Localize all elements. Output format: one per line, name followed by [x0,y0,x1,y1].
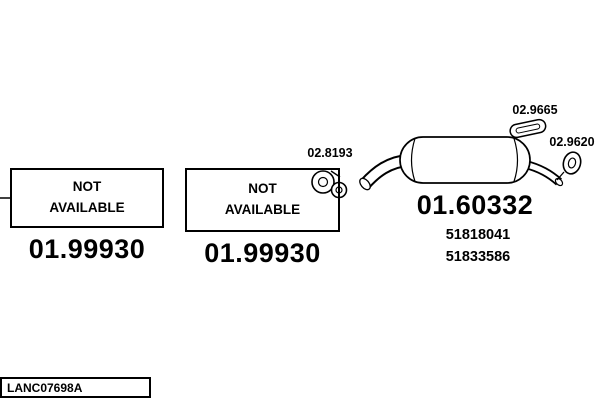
not-available-line1: NOT [72,179,102,195]
not-available-box-2: NOT AVAILABLE [185,168,340,232]
catalog-code-box: LANC07698A [0,377,151,398]
part-number-ring: 02.9620 [549,135,595,149]
oe-number-1: 51818041 [445,227,511,243]
catalog-code: LANC07698A [7,380,83,395]
muffler-icon [399,136,531,184]
part-number-clamp: 02.9665 [512,103,558,117]
oe-number-2: 51833586 [445,249,511,265]
part-number-box2: 01.99930 [204,238,321,268]
part-number-box1: 01.99930 [28,234,146,264]
tailpipe [522,159,564,187]
not-available-line2: AVAILABLE [224,202,301,217]
part-number-muffler: 01.60332 [416,190,534,220]
clamp-icon [509,118,547,139]
not-available-line2: AVAILABLE [49,200,125,215]
not-available-line1: NOT [248,181,277,197]
part-number-gasket: 02.8193 [307,146,353,160]
not-available-box-1: NOT AVAILABLE [10,168,164,228]
ring-icon [556,151,582,181]
